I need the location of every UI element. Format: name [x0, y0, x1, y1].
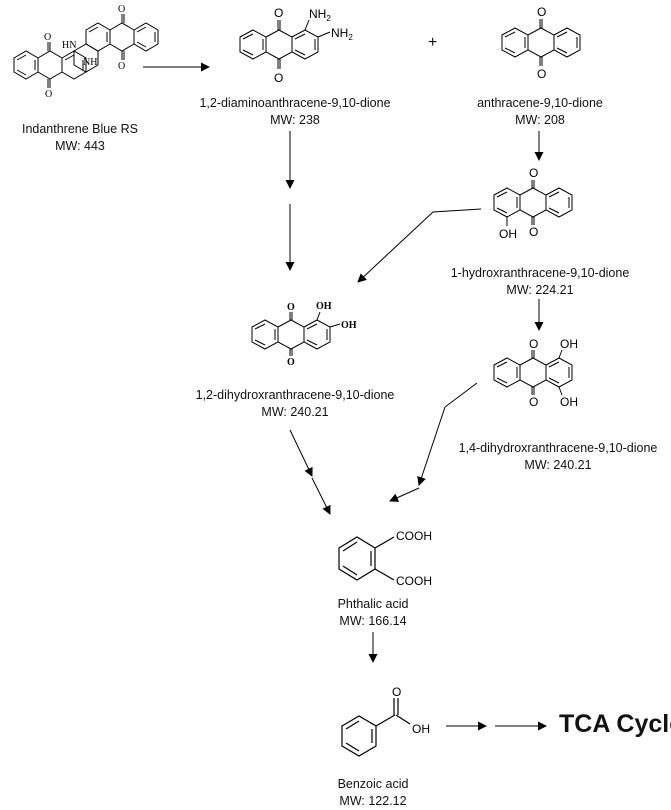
dihydroxy14-oxygen-bottom: O	[529, 395, 538, 409]
indanthrene-oxygen-bottom: O	[45, 89, 52, 100]
phthalic-cooh-top: COOH	[396, 529, 432, 543]
benzoic-oh: OH	[412, 722, 430, 736]
tca-cycle-label: TCA Cycle	[559, 710, 671, 738]
indanthrene-structure	[13, 14, 159, 88]
diamino-oxygen-top: O	[274, 6, 283, 20]
indanthrene-nh: NH	[83, 57, 97, 68]
dihydroxy14-label: 1,4-dihydroxranthracene-9,10-dione MW: 2…	[448, 440, 668, 474]
diamino-nh2-2: NH2	[331, 26, 353, 42]
indanthrene-hn: HN	[62, 40, 76, 51]
dihydroxy12-oxygen-top: O	[287, 302, 295, 313]
diamino-name: 1,2-diaminoanthracene-9,10-dione	[199, 96, 391, 110]
dihydroxy12-oh-1: OH	[316, 301, 332, 312]
diamino-label: 1,2-diaminoanthracene-9,10-dione MW: 238	[190, 95, 400, 129]
anthraquinone-name: anthracene-9,10-dione	[477, 96, 603, 110]
indanthrene-oxygen-left: O	[44, 32, 51, 43]
dihydroxy14-oxygen-top: O	[529, 337, 538, 351]
anthraquinone-structure	[501, 19, 581, 66]
dihydroxy12-structure	[251, 311, 341, 356]
benzoic-mw: MW: 122.12	[339, 794, 407, 808]
anthraquinone-mw: MW: 208	[515, 113, 565, 127]
dihydroxy12-mw: MW: 240.21	[261, 405, 329, 419]
indanthrene-mw: MW: 443	[55, 139, 105, 153]
plus-sign: +	[428, 34, 438, 51]
dihydroxy14-name: 1,4-dihydroxranthracene-9,10-dione	[458, 441, 658, 455]
phthalic-cooh-bottom: COOH	[396, 574, 432, 588]
phthalic-label: Phthalic acid MW: 166.14	[318, 596, 428, 630]
anthraquinone-label: anthracene-9,10-dione MW: 208	[460, 95, 620, 129]
indanthrene-name: Indanthrene Blue RS	[21, 122, 139, 136]
diamino-mw: MW: 238	[270, 113, 320, 127]
benzoic-name: Benzoic acid	[337, 777, 409, 791]
hydroxy-label: 1-hydroxranthracene-9,10-dione MW: 224.2…	[445, 265, 635, 299]
hydroxy-oxygen-bottom: O	[529, 225, 538, 239]
dihydroxy12-label: 1,2-dihydroxranthracene-9,10-dione MW: 2…	[180, 387, 410, 421]
diamino-oxygen-bottom: O	[274, 71, 283, 85]
dihydroxy14-mw: MW: 240.21	[524, 458, 592, 472]
arrow-hydroxy-to-dihydroxy12	[357, 208, 482, 283]
arrow-dihydroxy12-to-phthalic-2	[311, 477, 331, 515]
anthraquinone-oxygen-top: O	[537, 5, 546, 19]
dihydroxy14-structure	[493, 349, 573, 396]
dihydroxy12-oh-2: OH	[341, 320, 357, 331]
indanthrene-label: Indanthrene Blue RS MW: 443	[5, 121, 155, 155]
phthalic-acid-structure	[338, 536, 395, 581]
hydroxy-oh: OH	[499, 227, 517, 241]
hydroxy-mw: MW: 224.21	[506, 283, 574, 297]
dihydroxy14-oh-top: OH	[560, 337, 578, 351]
hydroxyanthraquinone-structure	[493, 180, 573, 226]
dihydroxy12-name: 1,2-dihydroxranthracene-9,10-dione	[195, 388, 395, 402]
hydroxy-name: 1-hydroxranthracene-9,10-dione	[450, 266, 630, 280]
phthalic-name: Phthalic acid	[337, 597, 409, 611]
hydroxy-oxygen-top: O	[529, 166, 538, 180]
arrow-dihydroxy14-to-phthalic-2	[389, 487, 420, 502]
benzoic-oxygen: O	[392, 685, 401, 699]
diaminoanthraquinone-structure	[239, 19, 331, 69]
arrow-dihydroxy12-to-phthalic-1	[289, 429, 313, 477]
indanthrene-oxygen-right: O	[118, 61, 125, 72]
diamino-nh2-1: NH2	[309, 7, 331, 23]
dihydroxy12-oxygen-bottom: O	[287, 357, 295, 368]
phthalic-mw: MW: 166.14	[339, 614, 407, 628]
indanthrene-oxygen-top: O	[118, 4, 125, 15]
benzoic-label: Benzoic acid MW: 122.12	[318, 776, 428, 810]
dihydroxy14-oh-bottom: OH	[560, 395, 578, 409]
benzoic-acid-structure	[341, 698, 411, 757]
anthraquinone-oxygen-bottom: O	[537, 67, 546, 81]
arrow-dihydroxy14-to-phthalic-1	[417, 382, 478, 486]
